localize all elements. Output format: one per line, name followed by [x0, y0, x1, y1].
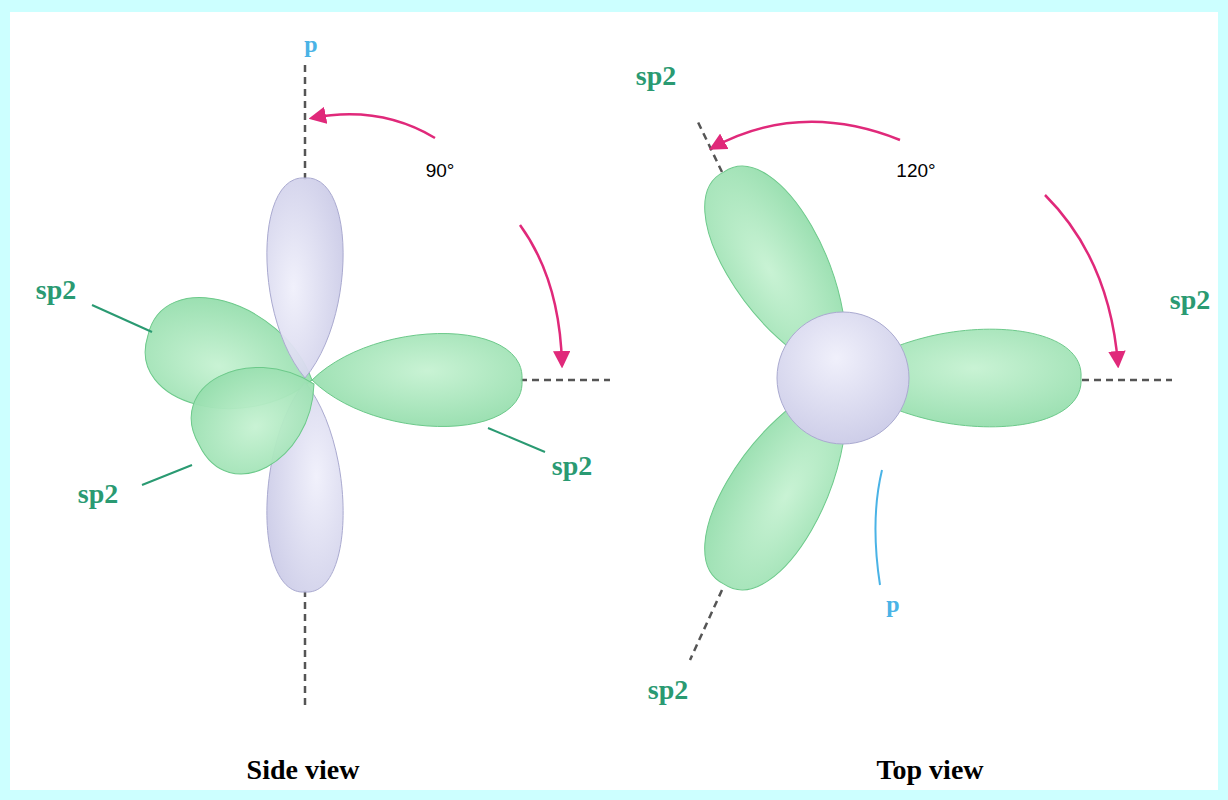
p-lobe — [267, 178, 343, 378]
orbital-label: sp2 — [552, 452, 592, 480]
leader-line — [142, 465, 192, 485]
orbital-label: p — [886, 592, 899, 616]
view-caption: Top view — [876, 756, 983, 784]
sp2-lobe — [175, 339, 338, 490]
top-view-figure — [682, 120, 1172, 660]
view-caption: Side view — [247, 756, 360, 784]
orbital-label: p — [304, 32, 317, 56]
orbital-label: sp2 — [648, 676, 688, 704]
p-orbital-top — [777, 312, 909, 444]
leader-line — [875, 470, 882, 585]
angle-arrows — [312, 114, 1118, 365]
sp2-lobe — [312, 334, 522, 427]
orbital-label: sp2 — [36, 276, 76, 304]
leader-line — [92, 305, 152, 332]
side-view-figure — [134, 65, 610, 705]
leader-line — [488, 428, 545, 452]
angle-label: 120° — [896, 161, 935, 180]
angle-label: 90° — [426, 161, 455, 180]
orbital-label: sp2 — [1170, 286, 1210, 314]
orbital-label: sp2 — [636, 62, 676, 90]
orbital-label: sp2 — [78, 480, 118, 508]
